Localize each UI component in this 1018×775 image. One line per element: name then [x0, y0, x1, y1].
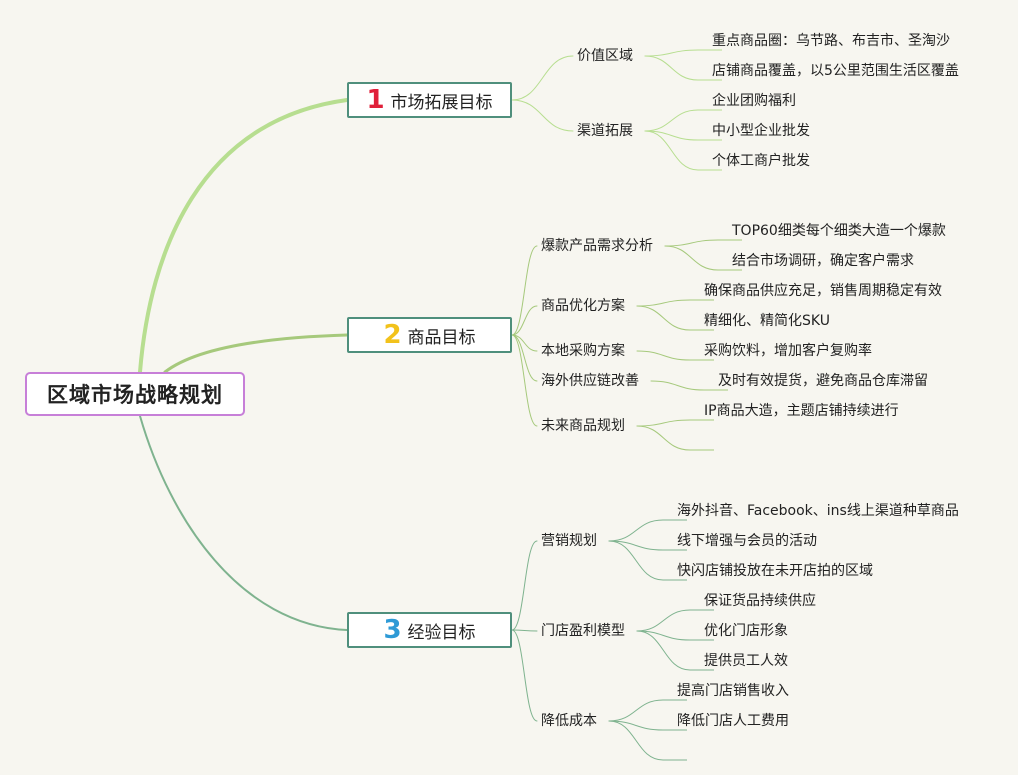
item-1-2-3[interactable]: 个体工商户批发: [712, 153, 810, 169]
branch-node-2[interactable]: 2 商品目标: [347, 317, 512, 353]
item-2-5-1[interactable]: IP商品大造，主题店铺持续进行: [704, 403, 899, 419]
topic-connector-1-1: [511, 55, 574, 101]
item-2-1-1[interactable]: TOP60细类每个细类大造一个爆款: [732, 223, 946, 239]
topic-3-3[interactable]: 降低成本: [541, 713, 597, 729]
root-connector-1: [138, 98, 349, 374]
branch-title-3: 经验目标: [407, 622, 476, 643]
item-3-1-3[interactable]: 快闪店铺投放在未开店拍的区域: [677, 563, 873, 579]
topic-connector-2-5: [511, 334, 538, 427]
item-connector-3-1-1: [608, 519, 664, 542]
topic-connector-2-2: [511, 305, 538, 336]
item-2-4-1[interactable]: 及时有效提货，避免商品仓库滞留: [718, 373, 928, 389]
item-1-1-1[interactable]: 重点商品圈：乌节路、布吉市、圣淘沙: [712, 33, 950, 49]
root-title: 区域市场战略规划: [47, 383, 223, 407]
item-connector-3-2-1: [636, 609, 691, 632]
topic-connector-3-1: [511, 540, 538, 631]
item-connector-3-1-3: [608, 540, 664, 581]
branch-node-3[interactable]: 3 经验目标: [347, 612, 512, 648]
topic-connector-3-2: [511, 629, 538, 632]
root-node[interactable]: 区域市场战略规划: [25, 372, 245, 416]
item-3-1-2[interactable]: 线下增强与会员的活动: [677, 533, 817, 549]
topic-1-1[interactable]: 价值区域: [577, 48, 633, 64]
item-3-2-3[interactable]: 提供员工人效: [704, 653, 788, 669]
item-2-3-1[interactable]: 采购饮料，增加客户复购率: [704, 343, 872, 359]
item-2-2-2[interactable]: 精细化、精简化SKU: [704, 313, 830, 329]
branch-title-2: 商品目标: [407, 327, 476, 348]
branch-number-3: 3: [383, 615, 402, 645]
item-3-2-1[interactable]: 保证货品持续供应: [704, 593, 816, 609]
topic-2-4[interactable]: 海外供应链改善: [541, 373, 639, 389]
item-connector-2-2-1: [636, 299, 691, 307]
item-connector-3-2-3: [636, 630, 691, 671]
topic-2-5[interactable]: 未来商品规划: [541, 418, 625, 434]
item-3-1-1[interactable]: 海外抖音、Facebook、ins线上渠道种草商品: [677, 503, 959, 519]
topic-connector-2-1: [511, 245, 538, 336]
item-3-3-1[interactable]: 提高门店销售收入: [677, 683, 789, 699]
item-2-2-1[interactable]: 确保商品供应充足，销售周期稳定有效: [704, 283, 942, 299]
branch-node-1[interactable]: 1 市场拓展目标: [347, 82, 512, 118]
item-connector-3-3-1: [608, 699, 664, 722]
topic-2-1[interactable]: 爆款产品需求分析: [541, 238, 653, 254]
root-connector-2: [163, 333, 349, 374]
item-connector-3-3-3: [608, 720, 664, 761]
item-connector-2-5-1: [636, 419, 691, 427]
item-connector-1-1-2: [644, 55, 699, 81]
item-connector-2-2-2: [636, 305, 691, 331]
topic-connector-2-4: [511, 334, 538, 382]
item-connector-1-1-1: [644, 49, 699, 57]
item-3-2-2[interactable]: 优化门店形象: [704, 623, 788, 639]
item-connector-2-3-1: [636, 350, 691, 361]
item-1-1-2[interactable]: 店铺商品覆盖，以5公里范围生活区覆盖: [712, 63, 959, 79]
item-1-2-2[interactable]: 中小型企业批发: [712, 123, 810, 139]
item-connector-2-1-2: [664, 245, 719, 271]
branch-number-2: 2: [383, 320, 402, 350]
branch-number-1: 1: [366, 85, 385, 115]
topic-connector-3-3: [511, 629, 538, 722]
topic-2-3[interactable]: 本地采购方案: [541, 343, 625, 359]
branch-title-1: 市场拓展目标: [390, 92, 493, 113]
topic-1-2[interactable]: 渠道拓展: [577, 123, 633, 139]
item-connector-2-1-1: [664, 239, 719, 247]
item-connector-2-5-2: [636, 425, 691, 451]
topic-2-2[interactable]: 商品优化方案: [541, 298, 625, 314]
item-connector-1-2-3: [644, 130, 699, 171]
topic-3-1[interactable]: 营销规划: [541, 533, 597, 549]
item-1-2-1[interactable]: 企业团购福利: [712, 93, 796, 109]
topic-connector-1-2: [511, 99, 574, 132]
root-connector-3: [139, 415, 348, 631]
topic-3-2[interactable]: 门店盈利模型: [541, 623, 625, 639]
item-2-1-2[interactable]: 结合市场调研，确定客户需求: [732, 253, 914, 269]
item-3-3-2[interactable]: 降低门店人工费用: [677, 713, 789, 729]
item-connector-1-2-1: [644, 109, 699, 132]
item-connector-2-4-1: [650, 380, 705, 391]
